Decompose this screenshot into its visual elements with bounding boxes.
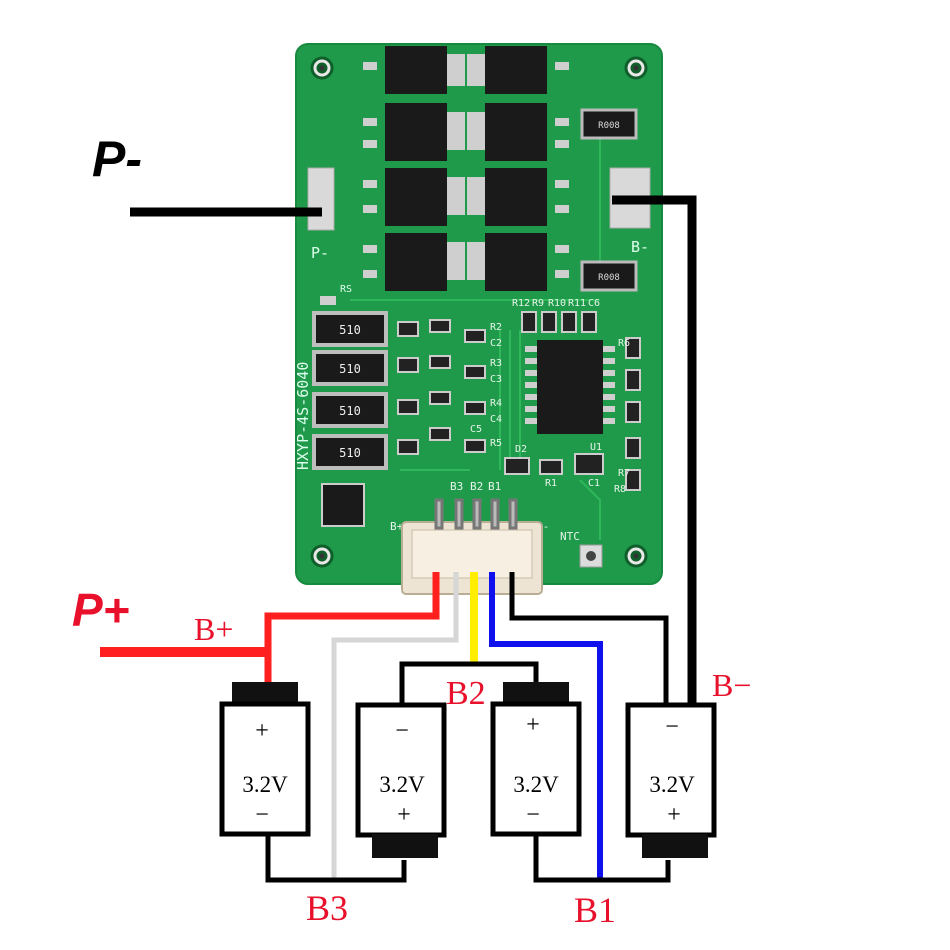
wire-b-minus: [612, 195, 697, 705]
smd-components: [321, 311, 641, 527]
cell-4-voltage: 3.2V: [649, 772, 695, 797]
resistor-2-value: 510: [339, 362, 361, 376]
label-b1: B1: [574, 890, 616, 930]
silk-d2: D2: [515, 444, 527, 455]
cell-2: − 3.2V +: [355, 702, 447, 858]
pin-label-b2: B2: [470, 480, 483, 493]
cell-4: − 3.2V +: [625, 702, 717, 858]
wires: [100, 195, 697, 883]
label-b2: B2: [446, 675, 486, 712]
bms-ic: [525, 340, 615, 434]
wire-link-1-2: [265, 836, 407, 883]
label-p-plus: P+: [72, 584, 130, 636]
silk-c6: C6: [588, 298, 600, 309]
label-b-minus: B−: [712, 667, 751, 703]
cell-2-voltage: 3.2V: [379, 772, 425, 797]
silk-c3: C3: [490, 374, 502, 385]
silk-c4: C4: [490, 414, 502, 425]
pin-label-bplus: B+: [390, 520, 404, 533]
shunt-top-value: R008: [598, 121, 620, 131]
wire-b3: [331, 572, 459, 880]
silk-r8: R8: [614, 484, 626, 495]
cell-1-top-sign: +: [255, 718, 269, 744]
wiring-labels: P- P+ B+ B− B2 B3 B1: [72, 131, 751, 930]
label-b3: B3: [306, 888, 348, 928]
silk-labels: R12 R9 R10 R11 C6 R2 C2 R3 C3 R4 C4 R5 C…: [470, 298, 630, 495]
silk-c1: C1: [588, 478, 600, 489]
shunt-resistors: R008 R008: [580, 108, 638, 292]
cell-3: + 3.2V −: [490, 682, 582, 837]
silk-r6: R6: [618, 338, 630, 349]
balance-resistors: 510 510 510 510: [312, 311, 388, 470]
resistor-3-value: 510: [339, 404, 361, 418]
silk-r4: R4: [490, 398, 502, 409]
mounting-holes: [310, 56, 648, 568]
resistor-4-value: 510: [339, 446, 361, 460]
silk-c5: C5: [470, 424, 482, 435]
pad-p-label: P-: [311, 244, 329, 262]
silk-r5: R5: [490, 438, 502, 449]
silk-r2: R2: [490, 322, 502, 333]
pad-b-label: B-: [631, 238, 649, 256]
board-model: HXYP-4S-6040: [294, 362, 312, 470]
pin-label-b3: B3: [450, 480, 463, 493]
silk-rs: RS: [340, 284, 352, 295]
ntc-label: NTC: [560, 530, 580, 543]
resistor-1-value: 510: [339, 323, 361, 337]
cell-4-top-sign: −: [665, 714, 679, 740]
mosfet-array: [363, 46, 569, 291]
pad-p: P-: [307, 167, 335, 262]
cell-1-voltage: 3.2V: [242, 772, 288, 797]
wire-b1: [489, 572, 603, 880]
cell-3-bottom-sign: −: [526, 802, 540, 828]
wire-link-3-4: [533, 836, 671, 883]
pcb-board: R008 R008 P- B- RS HXYP-4S-6040 510 510: [294, 43, 663, 595]
wire-conn-bminus: [509, 572, 669, 705]
silk-r10: R10: [548, 298, 566, 309]
cell-3-top-sign: +: [526, 712, 540, 738]
cell-4-bottom-sign: +: [667, 802, 681, 828]
silk-c2: C2: [490, 338, 502, 349]
silk-r3: R3: [490, 358, 502, 369]
pcb-traces: [350, 130, 601, 540]
cell-1: + 3.2V −: [219, 682, 311, 837]
battery-cells: + 3.2V − − 3.2V + + 3.2V − − 3.2V +: [219, 682, 717, 858]
silk-r9: R9: [532, 298, 544, 309]
cell-2-bottom-sign: +: [397, 802, 411, 828]
pin-label-b1: B1: [488, 480, 501, 493]
silk-r11: R11: [568, 298, 586, 309]
cell-1-bottom-sign: −: [255, 802, 269, 828]
cell-2-top-sign: −: [395, 718, 409, 744]
shunt-bottom-value: R008: [598, 273, 620, 283]
cell-3-voltage: 3.2V: [513, 772, 559, 797]
silk-u1: U1: [590, 442, 602, 453]
silk-r1: R1: [545, 478, 557, 489]
label-b-plus: B+: [194, 611, 233, 647]
silk-r7: R7: [618, 468, 630, 479]
silk-r12: R12: [512, 298, 530, 309]
wire-link-2-3: [399, 661, 539, 705]
label-p-minus: P-: [92, 131, 142, 187]
